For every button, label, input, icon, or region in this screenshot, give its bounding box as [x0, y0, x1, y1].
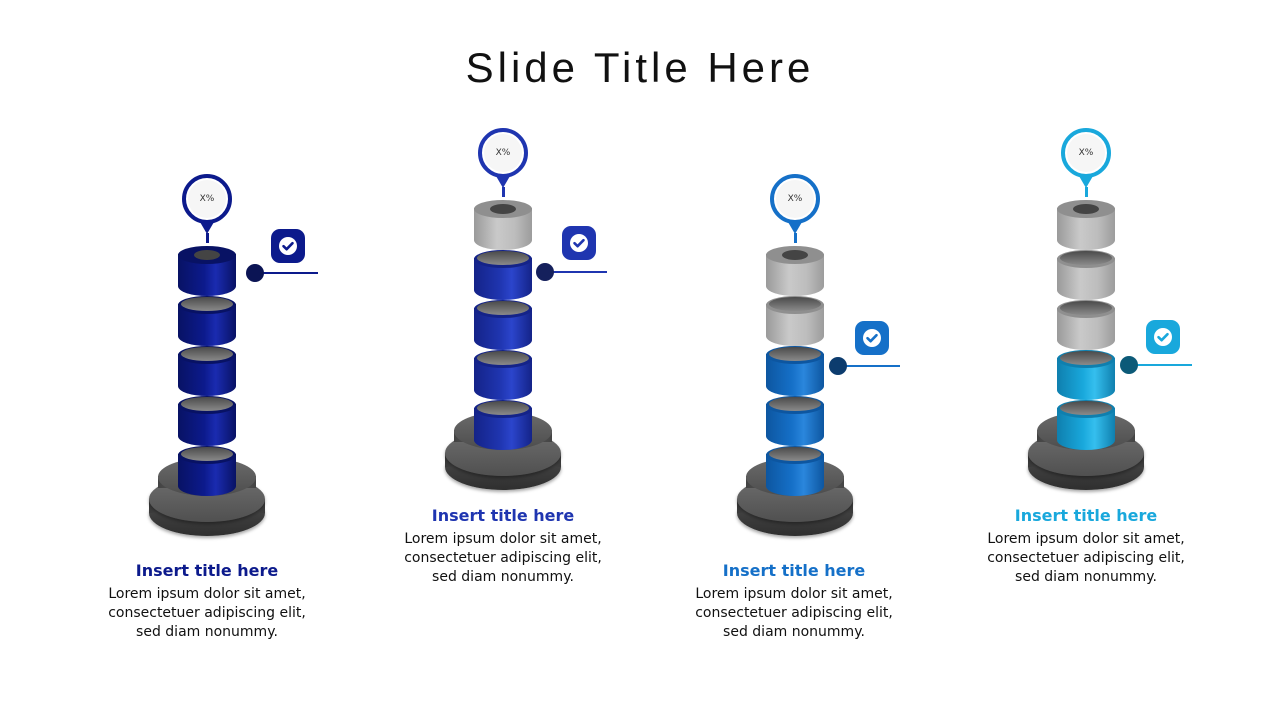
pin-value: X%	[1078, 148, 1094, 158]
percentage-pin: X%	[478, 128, 528, 197]
percentage-pin: X%	[770, 174, 820, 243]
segment-gap	[1060, 351, 1112, 365]
caption-title: Insert title here	[1014, 506, 1158, 525]
segment-gap	[181, 347, 233, 361]
check-icon	[1154, 328, 1172, 346]
caption-line: Lorem ipsum dolor sit amet,	[108, 586, 306, 602]
caption-title: Insert title here	[431, 506, 575, 525]
percentage-pin: X%	[1061, 128, 1111, 197]
segment-hole	[782, 250, 808, 260]
segment-gap	[1060, 251, 1112, 265]
caption-body: Lorem ipsum dolor sit amet, consectetuer…	[87, 585, 327, 642]
segment-hole	[1073, 204, 1099, 214]
segment-gap	[477, 301, 529, 315]
caption-line: sed diam nonummy.	[136, 624, 278, 640]
pin-value: X%	[199, 194, 215, 204]
percentage-pin: X%	[182, 174, 232, 243]
segment-gap	[477, 401, 529, 415]
segment-gap	[769, 297, 821, 311]
pin-ring: X%	[182, 174, 232, 224]
caption-2: Insert title here Lorem ipsum dolor sit …	[383, 506, 623, 587]
caption-4: Insert title here Lorem ipsum dolor sit …	[966, 506, 1206, 587]
caption-line: Lorem ipsum dolor sit amet,	[695, 586, 893, 602]
connector-dot	[1120, 356, 1138, 374]
checkbox[interactable]	[1146, 320, 1180, 354]
segment-gap	[477, 351, 529, 365]
connector-dot	[829, 357, 847, 375]
connector-line	[838, 365, 900, 367]
checkbox[interactable]	[271, 229, 305, 263]
segment-gap	[769, 397, 821, 411]
check-icon	[279, 237, 297, 255]
caption-line: consectetuer adipiscing elit,	[987, 550, 1185, 566]
segment-top	[766, 246, 824, 264]
pin-value: X%	[495, 148, 511, 158]
pin-tail	[200, 222, 214, 234]
caption-line: consectetuer adipiscing elit,	[695, 605, 893, 621]
pin-tail	[496, 176, 510, 188]
segment-top	[178, 246, 236, 264]
check-icon	[570, 234, 588, 252]
checkbox[interactable]	[562, 226, 596, 260]
connector-dot	[246, 264, 264, 282]
caption-1: Insert title here Lorem ipsum dolor sit …	[87, 561, 327, 642]
pin-stem	[205, 233, 209, 243]
segment-gap	[181, 297, 233, 311]
segment-gap	[181, 447, 233, 461]
caption-line: Lorem ipsum dolor sit amet,	[987, 531, 1185, 547]
caption-body: Lorem ipsum dolor sit amet, consectetuer…	[674, 585, 914, 642]
pin-stem	[793, 233, 797, 243]
caption-title: Insert title here	[722, 561, 866, 580]
caption-line: consectetuer adipiscing elit,	[108, 605, 306, 621]
segment-gap	[769, 447, 821, 461]
caption-line: sed diam nonummy.	[723, 624, 865, 640]
caption-3: Insert title here Lorem ipsum dolor sit …	[674, 561, 914, 642]
pin-tail	[788, 222, 802, 234]
pin-value: X%	[787, 194, 803, 204]
check-icon	[863, 329, 881, 347]
slide-title: Slide Title Here	[465, 44, 815, 91]
segment-gap	[1060, 401, 1112, 415]
connector-line	[545, 271, 607, 273]
caption-line: Lorem ipsum dolor sit amet,	[404, 531, 602, 547]
caption-body: Lorem ipsum dolor sit amet, consectetuer…	[966, 530, 1206, 587]
pin-stem	[501, 187, 505, 197]
pin-tail	[1079, 176, 1093, 188]
segment-hole	[490, 204, 516, 214]
segment-gap	[769, 347, 821, 361]
segment-gap	[1060, 301, 1112, 315]
pin-ring: X%	[1061, 128, 1111, 178]
checkbox[interactable]	[855, 321, 889, 355]
pin-ring: X%	[478, 128, 528, 178]
caption-line: sed diam nonummy.	[1015, 569, 1157, 585]
pin-ring: X%	[770, 174, 820, 224]
segment-hole	[194, 250, 220, 260]
caption-body: Lorem ipsum dolor sit amet, consectetuer…	[383, 530, 623, 587]
connector-line	[1129, 364, 1192, 366]
caption-line: consectetuer adipiscing elit,	[404, 550, 602, 566]
segment-top	[474, 200, 532, 218]
segment-top	[1057, 200, 1115, 218]
connector-dot	[536, 263, 554, 281]
segment-gap	[477, 251, 529, 265]
segment-gap	[181, 397, 233, 411]
connector-line	[255, 272, 318, 274]
caption-line: sed diam nonummy.	[432, 569, 574, 585]
pin-stem	[1084, 187, 1088, 197]
caption-title: Insert title here	[135, 561, 279, 580]
